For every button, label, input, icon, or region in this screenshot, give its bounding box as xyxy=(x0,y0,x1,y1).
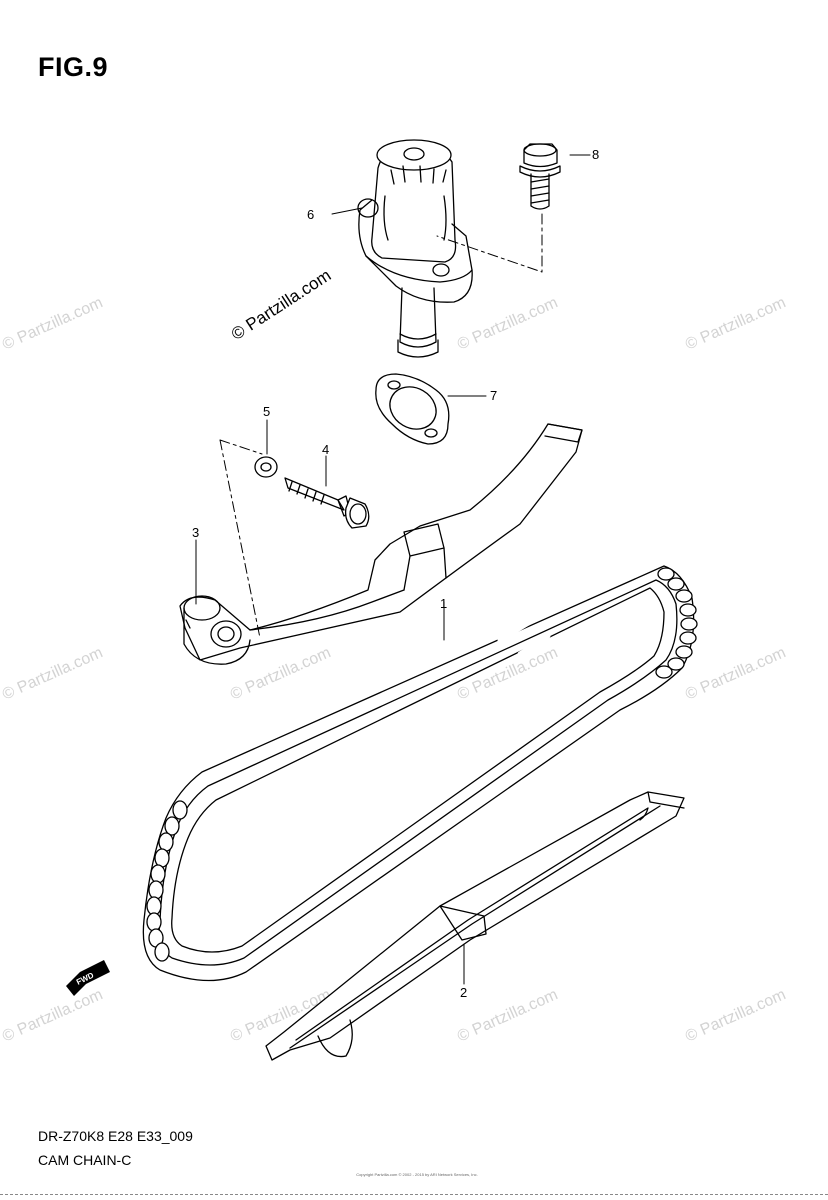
chain-upper-links xyxy=(655,567,698,679)
callout-8: 8 xyxy=(592,147,599,162)
figure-title: FIG.9 xyxy=(38,52,109,82)
diagram-name: CAM CHAIN-C xyxy=(38,1152,132,1168)
cam-chain-part-1 xyxy=(142,565,698,982)
copyright-notice: Copyright Partzilla.com © 2002 - 2015 by… xyxy=(356,1172,478,1177)
callout-6: 6 xyxy=(307,207,314,222)
washer-part-5 xyxy=(254,456,278,478)
tensioner-adjuster-part xyxy=(357,139,473,358)
callout-4: 4 xyxy=(322,442,329,457)
callout-7: 7 xyxy=(490,388,497,403)
chain-lower-links xyxy=(146,800,188,962)
callout-3: 3 xyxy=(192,525,199,540)
chain-guide-part-2 xyxy=(265,791,685,1061)
bolt-part-4 xyxy=(284,477,370,529)
bottom-divider xyxy=(0,1194,828,1195)
tensioner-guide-part-3 xyxy=(179,423,583,665)
gasket-part-7 xyxy=(375,373,450,445)
leader-lines xyxy=(195,154,591,985)
bolt-part-8 xyxy=(519,143,561,210)
callout-2: 2 xyxy=(460,985,467,1000)
diagram-code: DR-Z70K8 E28 E33_009 xyxy=(38,1128,193,1144)
callout-1: 1 xyxy=(440,596,447,611)
fwd-arrow-icon: FWD xyxy=(66,960,110,996)
callout-5: 5 xyxy=(263,404,270,419)
